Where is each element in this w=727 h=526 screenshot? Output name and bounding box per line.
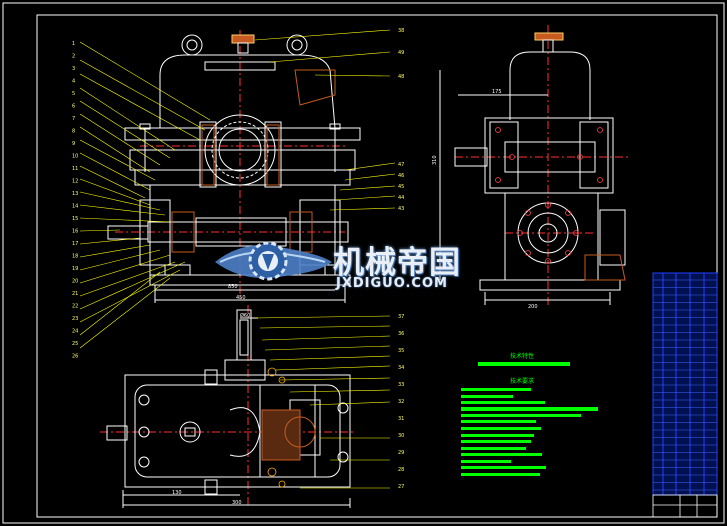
part-number-label: 43	[398, 206, 404, 212]
watermark-url: JXDIGUO.COM	[336, 276, 448, 291]
side-view	[439, 25, 630, 305]
part-number-label: 4	[72, 79, 75, 85]
part-number-label: 18	[72, 254, 78, 260]
part-number-label: 36	[398, 331, 404, 337]
dimension-label: 450	[236, 295, 246, 301]
part-number-label: 25	[72, 341, 78, 347]
part-number-label: 38	[398, 28, 404, 34]
side-bolt-marks	[495, 127, 603, 264]
part-number-label: 20	[72, 279, 78, 285]
note-heading-features: 技术特性	[510, 353, 535, 360]
part-number-label: 31	[398, 416, 404, 422]
dimension-label: 200	[528, 304, 538, 310]
part-number-label: 24	[72, 329, 78, 335]
part-number-label: 48	[398, 74, 404, 80]
part-number-label: 16	[72, 229, 78, 235]
plan-leader-lines	[254, 315, 391, 489]
dimension-label: 130	[172, 490, 182, 496]
part-number-label: 15	[72, 216, 78, 222]
part-number-label: 12	[72, 179, 78, 185]
part-number-label: 9	[72, 141, 75, 147]
gear-logo-icon	[215, 241, 332, 281]
part-number-label: 21	[72, 291, 78, 297]
part-number-label: 1	[72, 41, 75, 47]
part-number-label: 30	[398, 433, 404, 439]
part-number-label: 34	[398, 365, 404, 371]
part-number-label: 8	[72, 129, 75, 135]
dimension-label: 310	[432, 155, 438, 165]
part-number-label: 29	[398, 450, 404, 456]
part-number-label: 19	[72, 266, 78, 272]
sheet-inner-border	[36, 14, 718, 518]
part-number-label: 3	[72, 66, 75, 72]
dimension-label: 850	[228, 284, 238, 290]
parts-table	[652, 272, 718, 496]
part-number-label: 28	[398, 467, 404, 473]
part-number-label: 27	[398, 484, 404, 490]
part-number-label: 47	[398, 162, 404, 168]
part-number-label: 26	[72, 354, 78, 360]
part-number-label: 11	[72, 166, 78, 172]
part-number-label: 22	[72, 304, 78, 310]
front-leader-lines	[79, 29, 396, 349]
plan-marks	[267, 367, 286, 488]
watermark-title: 机械帝国	[333, 245, 461, 281]
dimension-label: 175	[492, 89, 502, 95]
dimension-label: 300	[232, 500, 242, 506]
part-number-label: 7	[72, 116, 75, 122]
part-number-label: 44	[398, 195, 404, 201]
part-number-label: 49	[398, 50, 404, 56]
part-number-label: 14	[72, 204, 78, 210]
part-number-label: 17	[72, 241, 78, 247]
parts-table-rows	[653, 279, 717, 491]
part-number-label: 37	[398, 314, 404, 320]
plan-view	[100, 305, 355, 508]
dimension-label: Ø60	[240, 312, 250, 319]
label-layer: 1234567891011121314151617181920212223242…	[72, 28, 538, 506]
technical-notes	[461, 362, 598, 476]
part-number-label: 5	[72, 91, 75, 97]
part-number-label: 10	[72, 154, 78, 160]
part-number-label: 23	[72, 316, 78, 322]
part-number-label: 45	[398, 184, 404, 190]
front-view	[107, 30, 361, 303]
part-number-label: 13	[72, 191, 78, 197]
part-number-label: 2	[72, 54, 75, 60]
title-block	[652, 494, 718, 518]
part-number-label: 35	[398, 348, 404, 354]
part-number-label: 32	[398, 399, 404, 405]
part-number-label: 6	[72, 104, 75, 110]
part-number-label: 46	[398, 173, 404, 179]
note-heading-requirements: 技术要求	[510, 378, 535, 385]
part-number-label: 33	[398, 382, 404, 388]
